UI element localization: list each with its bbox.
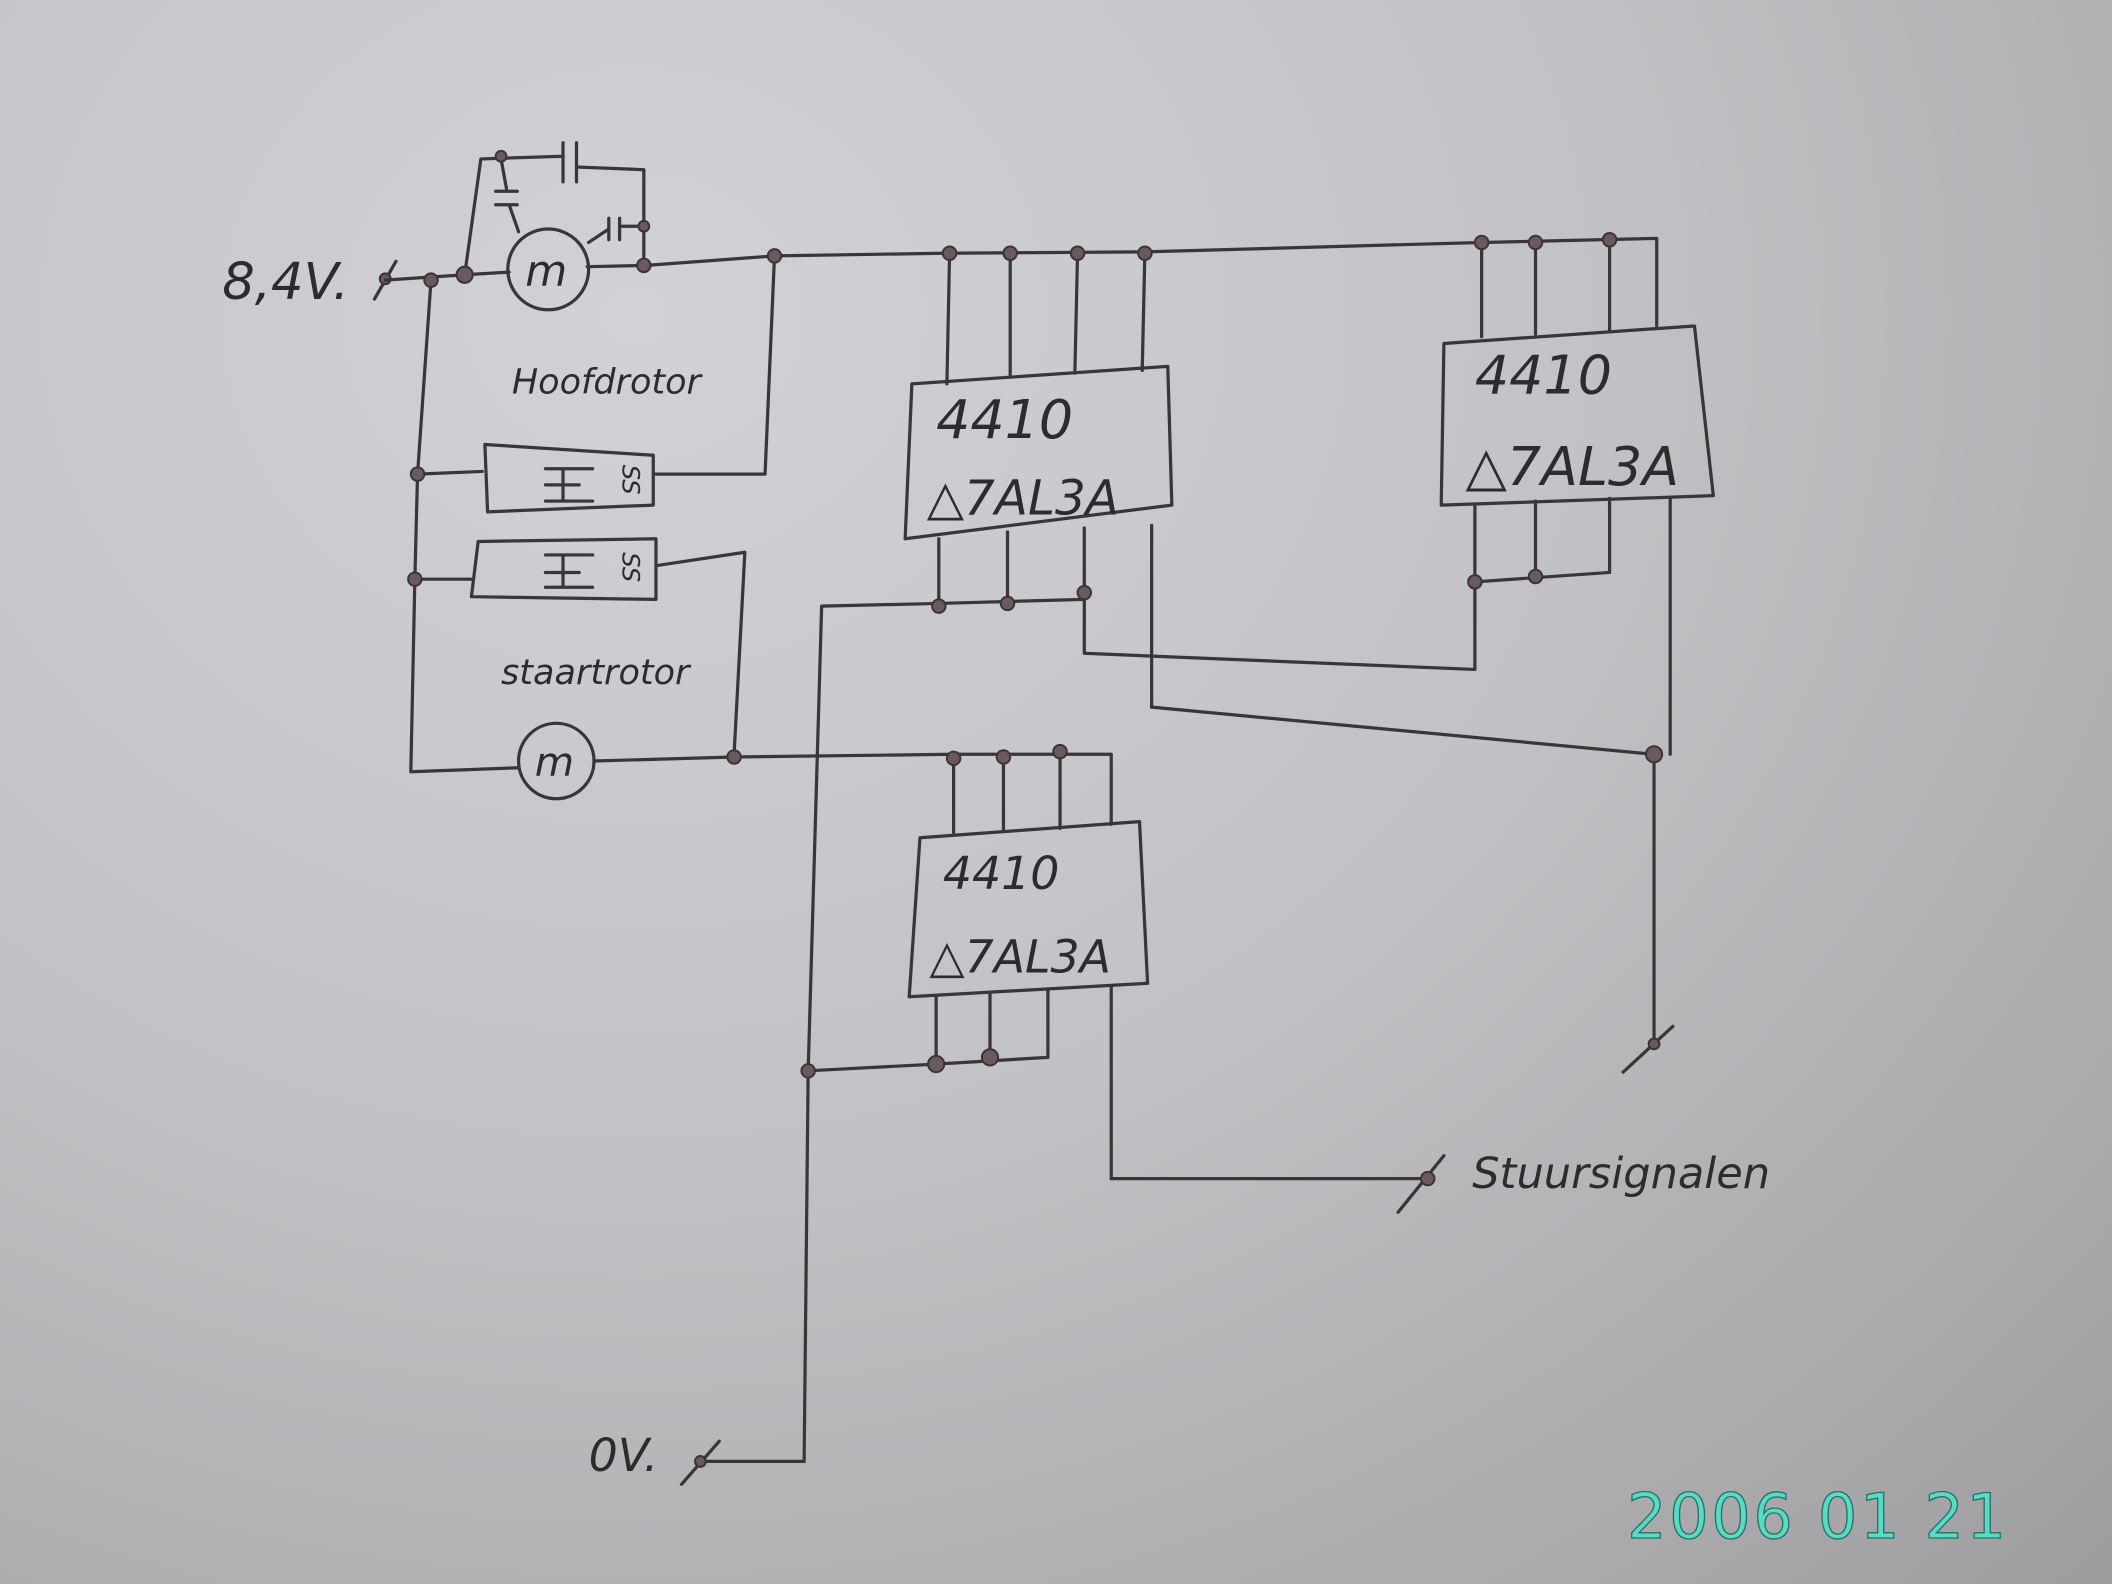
tail-rotor-motor: m xyxy=(516,721,596,801)
supply-rail xyxy=(383,236,1659,328)
capacitor-network xyxy=(463,141,646,277)
chip-1-part: 4410 xyxy=(936,388,1073,451)
chip-2: 4410 △7AL3A xyxy=(1439,238,1715,756)
esc-tail-marking: SS xyxy=(616,552,645,582)
chip-3: 4410 △7AL3A xyxy=(907,752,1150,1181)
tail-wire xyxy=(592,752,1113,826)
main-rotor-motor: m xyxy=(506,227,591,312)
tail-motor-symbol: m xyxy=(535,738,574,786)
chip-2-part: 4410 xyxy=(1475,343,1612,406)
ground-label: 0V. xyxy=(589,1428,659,1482)
main-rotor-label: Hoofdrotor xyxy=(512,361,704,402)
date-stamp: 2006 01 21 xyxy=(1627,1480,2009,1553)
chip-3-code: △7AL3A xyxy=(929,929,1111,983)
chip-3-part: 4410 xyxy=(943,846,1060,900)
output-terminal xyxy=(1621,1024,1675,1074)
ground-terminal xyxy=(679,1439,721,1486)
chip-2-code: △7AL3A xyxy=(1465,435,1679,498)
left-bus xyxy=(409,278,521,774)
esc-tail: SS xyxy=(413,537,747,756)
supply-label: 8,4V. xyxy=(222,252,349,312)
esc-main-marking: SS xyxy=(616,465,645,495)
main-motor-symbol: m xyxy=(525,247,567,297)
esc-main: SS xyxy=(415,254,777,514)
signal-terminal xyxy=(1396,1154,1446,1214)
control-signals-label: Stuursignalen xyxy=(1472,1149,1770,1199)
chip-interconnect xyxy=(1082,580,1656,1046)
chip-1-code: △7AL3A xyxy=(927,471,1119,527)
junction-dots xyxy=(407,149,1664,1079)
ground-rail xyxy=(698,597,1086,1464)
tail-rotor-label: staartrotor xyxy=(501,652,692,693)
chip-1: 4410 △7AL3A xyxy=(903,250,1174,709)
